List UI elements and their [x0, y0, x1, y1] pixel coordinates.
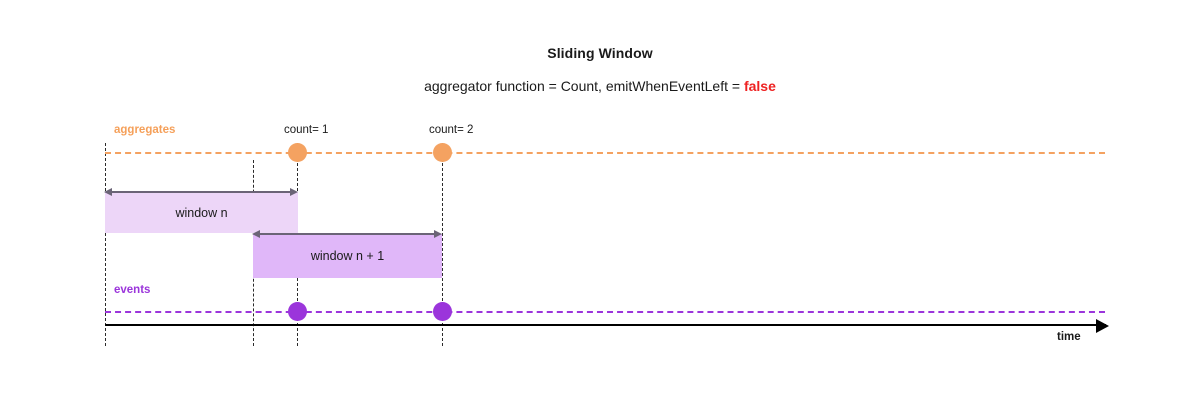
- window-n-span-line: [107, 191, 291, 193]
- window-n-plus-1-label: window n + 1: [310, 249, 385, 263]
- subtitle-prefix: aggregator function = Count, emitWhenEve…: [424, 78, 744, 94]
- time-axis-arrow-icon: [1096, 318, 1109, 333]
- aggregate-marker-1[interactable]: [288, 143, 307, 162]
- window-n-arrow-right-icon: [290, 187, 298, 196]
- gridline-window-n1-end: [442, 143, 443, 346]
- gridline-window-n-start: [105, 143, 106, 346]
- event-marker-1[interactable]: [288, 302, 307, 321]
- aggregates-timeline: [105, 152, 1105, 154]
- window-n-plus-1-span-line: [255, 233, 435, 235]
- window-n-arrow-left-icon: [104, 187, 112, 196]
- time-axis-line: [105, 324, 1106, 327]
- window-n-plus-1-arrow-left-icon: [252, 229, 260, 238]
- events-lane-label: events: [114, 284, 151, 296]
- time-axis-label: time: [1057, 331, 1081, 343]
- window-n-plus-1-box: window n + 1: [253, 234, 442, 278]
- event-marker-2[interactable]: [433, 302, 452, 321]
- aggregate-marker-2[interactable]: [433, 143, 452, 162]
- window-n-label: window n: [175, 205, 228, 220]
- page-title: Sliding Window: [547, 45, 653, 61]
- subtitle-value-false: false: [743, 78, 776, 94]
- count-1-label: count= 1: [284, 124, 329, 136]
- window-n-box: window n: [105, 192, 298, 233]
- aggregates-lane-label: aggregates: [114, 124, 176, 136]
- window-n-plus-1-arrow-right-icon: [434, 229, 442, 238]
- events-timeline: [105, 311, 1105, 313]
- count-2-label: count= 2: [429, 124, 474, 136]
- diagram-subtitle: aggregator function = Count, emitWhenEve…: [0, 78, 1200, 94]
